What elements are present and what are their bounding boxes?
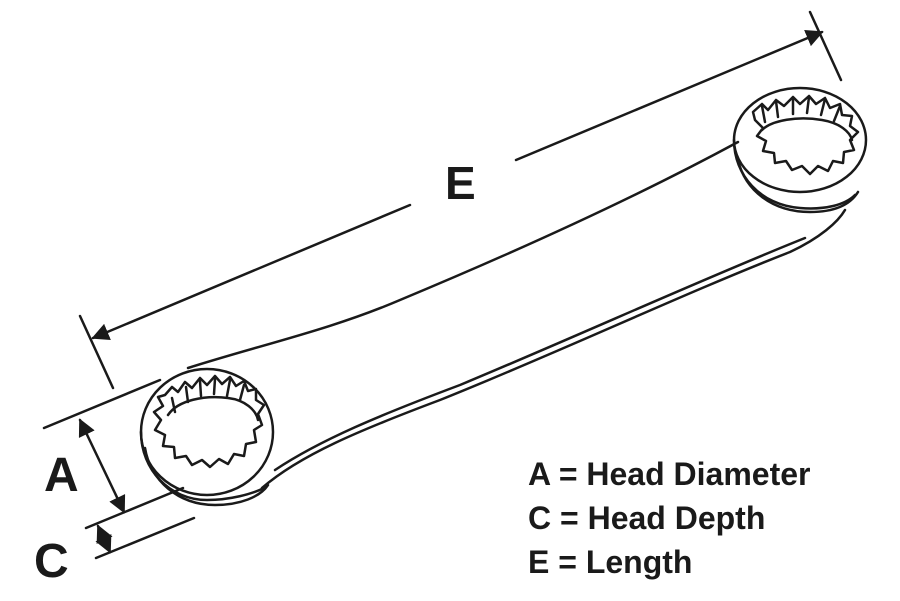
left-box-point-socket — [152, 374, 266, 469]
e-extension-left — [78, 314, 115, 390]
wrench-handle — [186, 140, 847, 490]
a-extension-bottom — [84, 486, 185, 530]
dimension-e — [78, 10, 843, 390]
wrench-left-head — [139, 367, 275, 507]
e-extension-right — [808, 10, 843, 82]
dimension-a — [42, 378, 185, 530]
e-dimension-line-right — [514, 30, 824, 162]
wrench-right-head — [732, 86, 868, 214]
dimension-label-a: A — [44, 449, 79, 502]
legend-item-head-depth: C = Head Depth — [528, 500, 766, 536]
dimension-label-e: E — [445, 157, 476, 209]
legend-item-head-diameter: A = Head Diameter — [528, 456, 811, 492]
right-box-point-socket — [751, 94, 860, 176]
c-dimension-line — [95, 524, 113, 554]
a-dimension-line — [78, 418, 126, 514]
legend-item-length: E = Length — [528, 544, 693, 580]
dimension-c — [94, 516, 196, 560]
legend: A = Head Diameter C = Head Depth E = Len… — [528, 452, 810, 584]
dimension-label-c: C — [34, 535, 69, 588]
e-dimension-line-left — [91, 203, 412, 340]
a-extension-top — [42, 378, 162, 430]
